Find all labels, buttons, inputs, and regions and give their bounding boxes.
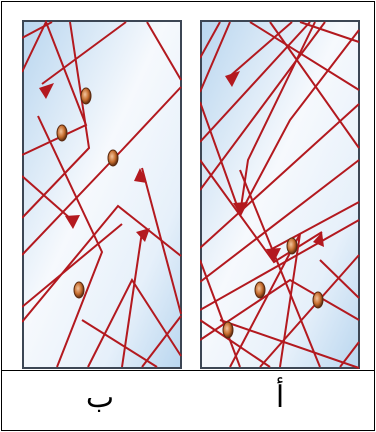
particle: [312, 291, 324, 309]
arrowhead: [313, 232, 324, 247]
panel-label-b: ب: [85, 380, 115, 415]
arrowhead: [134, 168, 147, 183]
arrowhead: [225, 71, 240, 87]
particle: [73, 281, 85, 299]
molecule-paths-b: [22, 20, 182, 368]
particle: [286, 237, 298, 255]
container-panel-b: [22, 20, 182, 369]
particles-a: [222, 237, 324, 339]
arrowhead: [266, 248, 281, 262]
arrowhead: [39, 83, 54, 99]
particle: [80, 87, 92, 105]
molecule-paths-a: [200, 21, 360, 369]
container-a-diagram: [200, 20, 360, 369]
arrowhead: [233, 202, 248, 216]
particles-b: [56, 87, 119, 299]
particle: [56, 124, 68, 142]
panel-label-a: أ: [275, 380, 285, 415]
arrowhead: [65, 215, 80, 229]
container-b-diagram: [22, 20, 182, 369]
container-panel-a: [200, 20, 360, 369]
particle: [254, 281, 266, 299]
container-b-body: [22, 20, 182, 369]
label-divider: [1, 370, 375, 371]
arrowhead: [136, 228, 150, 242]
arrowheads-b: [39, 83, 150, 242]
arrowheads-a: [225, 71, 324, 262]
particle: [107, 149, 119, 167]
particle: [222, 321, 234, 339]
